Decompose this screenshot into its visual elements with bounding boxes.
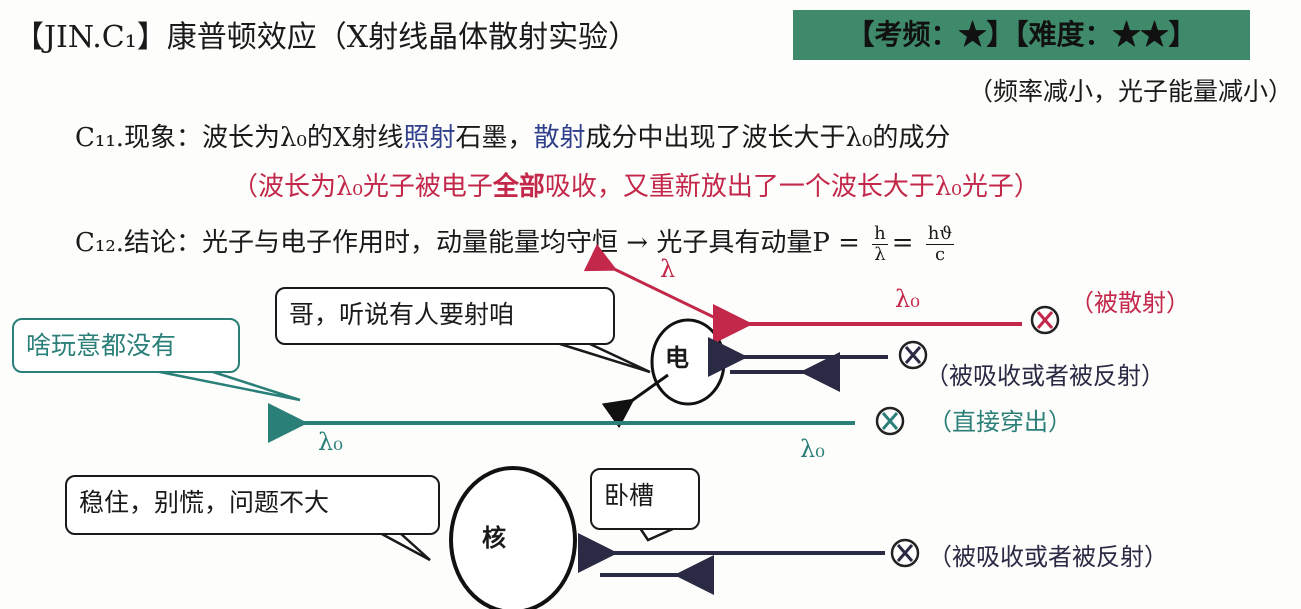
c12-text: 光子与电子作用时，动量能量均守恒 → 光子具有动量P =: [202, 228, 860, 258]
photon-icon-red: [1030, 305, 1060, 335]
frac-den: λ: [874, 243, 886, 265]
photon-icon-dark-nucleus: [890, 538, 920, 568]
bubble-tail-nucleus2: [638, 526, 676, 542]
electron-label: 电: [665, 343, 689, 372]
photon-icon-dark: [898, 340, 928, 370]
c12-label: C₁₂.结论：: [75, 228, 203, 258]
c11-highlight-scatter: 散射: [533, 123, 586, 153]
lambda0-teal-right-label: λ₀: [800, 435, 825, 463]
speech-bubble-nucleus-2: 卧槽: [590, 468, 700, 530]
lambda0-teal-left-label: λ₀: [318, 428, 343, 456]
c11-text: 成分中出现了波长大于λ₀的成分: [585, 123, 951, 153]
frac-num: hϑ: [925, 222, 955, 245]
frequency-difficulty-badge: 【考频：★】【难度：★★】: [793, 10, 1250, 60]
recoil-electron-arrow: [601, 373, 669, 429]
bubble-tail-nucleus: [379, 531, 431, 562]
lambda0-red-label: λ₀: [895, 285, 920, 313]
c11-explanation-text: （波长为λ₀光子被电子: [232, 172, 493, 202]
label-pass-through: （直接穿出）: [928, 408, 1072, 436]
equals-sign: =: [891, 228, 914, 258]
label-absorbed-nucleus: （被吸收或者被反射）: [928, 543, 1168, 571]
bubble-tail-teal: [154, 369, 301, 402]
c11-explanation-bold: 全部: [492, 172, 545, 202]
c11-text: 石墨，: [455, 123, 534, 153]
lambda-scattered-label: λ: [660, 255, 676, 283]
c11-explanation: （波长为λ₀光子被电子全部吸收，又重新放出了一个波长大于λ₀光子）: [232, 166, 1040, 203]
note-frequency-decrease: （频率减小，光子能量减小）: [967, 77, 1293, 106]
page-title: 【JIN.C₁】康普顿效应（X射线晶体散射实验）: [14, 20, 639, 55]
frac-num: h: [872, 222, 888, 245]
nucleus-circle: [449, 466, 577, 609]
label-absorbed-electron: （被吸收或者被反射）: [925, 362, 1165, 390]
speech-bubble-electron: 哥，听说有人要射咱: [275, 287, 615, 345]
frac-den: c: [934, 243, 946, 265]
c11-text: 波长为λ₀的X射线: [202, 123, 404, 153]
speech-bubble-teal: 啥玩意都没有: [12, 318, 240, 373]
photon-icon-teal: [875, 406, 905, 436]
c11-label: C₁₁.现象：: [75, 123, 203, 153]
c11-highlight-irradiate: 照射: [403, 123, 456, 153]
scattered-photon-arrow: [583, 244, 731, 327]
nucleus-label: 核: [482, 523, 506, 552]
c11-explanation-text: 吸收，又重新放出了一个波长大于λ₀光子）: [544, 172, 1040, 202]
bubble-tail-electron: [559, 342, 651, 374]
c11-phenomenon: C₁₁.现象：波长为λ₀的X射线照射石墨，散射成分中出现了波长大于λ₀的成分: [75, 117, 950, 154]
label-scattered: （被散射）: [1070, 289, 1190, 317]
speech-bubble-nucleus: 稳住，别慌，问题不大: [65, 475, 440, 535]
